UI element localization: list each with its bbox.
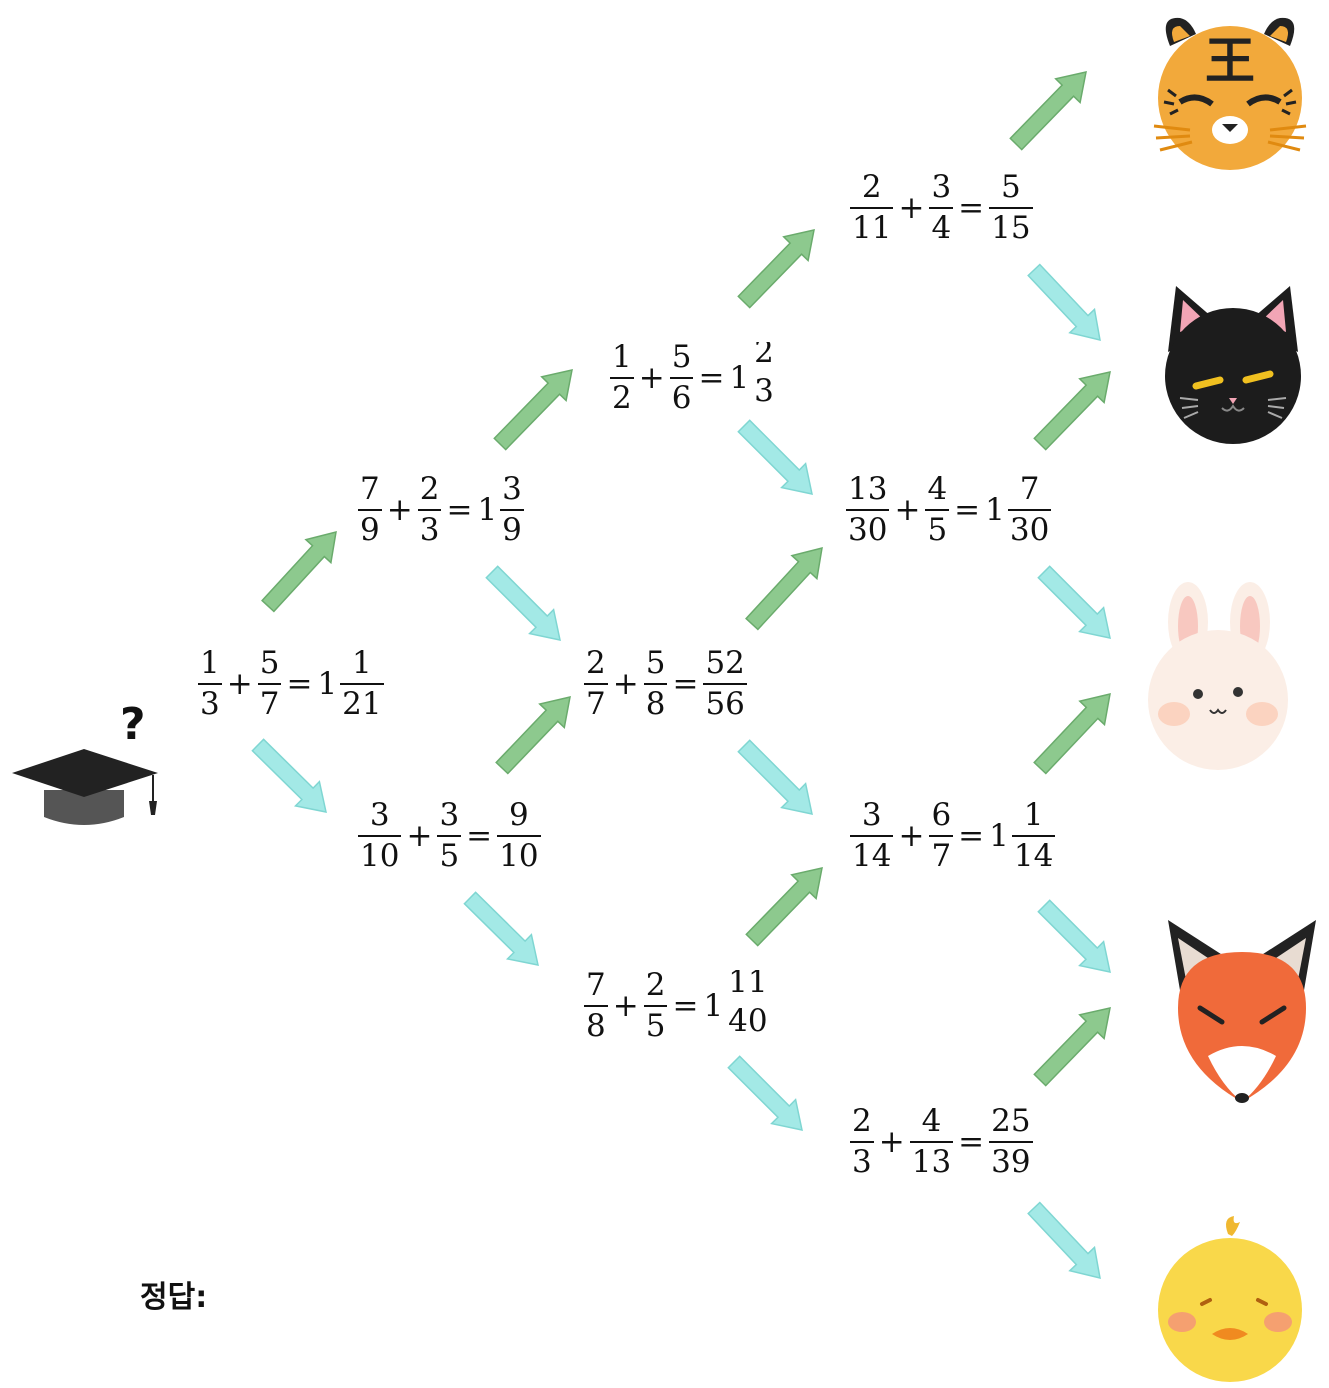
- chick-icon: [1150, 1214, 1310, 1388]
- down-arrow-5: [463, 891, 539, 966]
- up-arrow-6: [737, 229, 815, 309]
- cat-icon: [1158, 282, 1308, 456]
- up-arrow-12: [1009, 71, 1087, 151]
- tiger-icon: 王: [1150, 6, 1310, 180]
- up-arrow-2: [493, 369, 573, 451]
- rabbit-icon: [1138, 582, 1298, 786]
- graduation-cap-icon: ?: [8, 695, 168, 849]
- svg-text:王: 王: [1205, 32, 1255, 90]
- down-arrow-9: [737, 739, 813, 815]
- down-arrow-15: [1037, 565, 1111, 639]
- up-arrow-0: [261, 530, 337, 613]
- up-arrow-14: [1033, 371, 1111, 451]
- down-arrow-17: [1037, 899, 1111, 973]
- fox-icon: [1162, 916, 1322, 1110]
- answer-label: 정답:: [140, 1280, 208, 1315]
- question-mark: ?: [120, 699, 146, 750]
- down-arrow-1: [251, 738, 327, 813]
- down-arrow-3: [485, 565, 561, 641]
- up-arrow-16: [1033, 693, 1111, 775]
- down-arrow-13: [1027, 263, 1101, 341]
- down-arrow-19: [1027, 1201, 1101, 1279]
- up-arrow-10: [745, 867, 823, 947]
- down-arrow-11: [727, 1055, 803, 1131]
- up-arrow-4: [495, 696, 571, 775]
- up-arrow-18: [1033, 1007, 1111, 1087]
- down-arrow-7: [737, 419, 813, 495]
- up-arrow-8: [745, 546, 823, 631]
